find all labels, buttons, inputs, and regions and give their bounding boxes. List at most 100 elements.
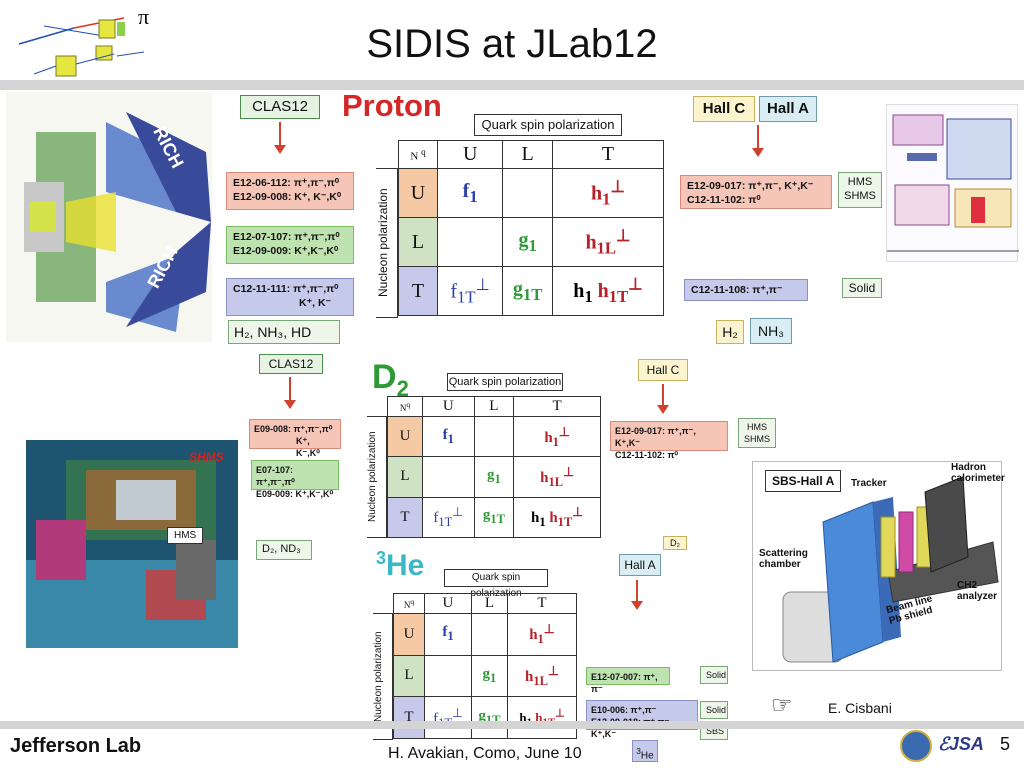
proton-heading: Proton: [342, 88, 442, 123]
cell-empty: [502, 168, 553, 218]
experiment-line: E12-09-017: π⁺,π⁻, K⁺,K⁻: [615, 426, 696, 448]
helium-table-title: Quark spin polarization: [444, 569, 548, 599]
deuteron-spin-table: Nucleon polarization Nq U L T U f1 h1⊥ L…: [367, 396, 603, 539]
cell-f1: f1: [424, 613, 472, 656]
clas12-label-deuteron: CLAS12: [259, 354, 323, 374]
jefferson-lab-logo: Jefferson Lab: [10, 735, 142, 757]
helium-box-1: E12-07-007: π⁺, π⁻: [586, 667, 670, 694]
solid-tag-proton: Solid: [842, 278, 882, 298]
row-header-t: T: [398, 266, 438, 316]
he-superscript: 3: [376, 548, 387, 568]
he-letters: He: [386, 549, 425, 582]
corner-n: N: [403, 600, 411, 610]
sbs-figure-title: SBS-Hall A: [765, 470, 842, 492]
proton-table-title: Quark spin polarization: [474, 114, 622, 136]
helium-heading: 3He: [376, 548, 424, 583]
doe-seal-icon: [900, 730, 932, 762]
corner-q: q: [406, 400, 411, 409]
cell-empty: [422, 456, 475, 498]
author-credit: E. Cisbani: [828, 700, 892, 716]
shms-photo-label: SHMS: [189, 450, 224, 464]
deuteron-hall-box: E12-09-017: π⁺,π⁻, K⁺,K⁻ C12-11-102: π⁰: [610, 421, 728, 460]
corner-q: q: [410, 597, 415, 606]
hall-c-label-proton: Hall C: [693, 96, 755, 122]
col-header-l: L: [473, 396, 515, 417]
col-header-l: L: [502, 140, 553, 169]
nh3-tag: NH₃: [750, 318, 792, 344]
col-header-t: T: [513, 396, 601, 417]
cell-h1-h1tperp: h1 h1T⊥: [506, 696, 578, 739]
experiment-line: C12-11-111: π⁺,π⁻,π⁰: [233, 283, 339, 295]
jsa-logo-icon: ℰJSA: [938, 734, 984, 754]
cell-h1perp: h1⊥: [551, 168, 665, 218]
cell-g1: g1: [470, 654, 508, 698]
corner-n: N: [399, 403, 407, 413]
row-header-u: U: [398, 168, 438, 218]
cell-g1: g1: [502, 217, 553, 267]
experiment-line: E09-008: π⁺,π⁻,π⁰: [254, 424, 333, 434]
cell-h1lperp: h1L⊥: [513, 456, 601, 498]
clas12-label-proton: CLAS12: [240, 95, 320, 119]
cell-empty: [470, 613, 508, 656]
arrow-down-icon: [274, 122, 286, 154]
proton-hall-box-1: E12-09-017: π⁺,π⁻, K⁺,K⁻ C12-11-102: π⁰: [680, 175, 832, 209]
table-corner: N q: [398, 140, 438, 169]
cell-f1tperp: f1T⊥: [436, 266, 504, 316]
cell-f1: f1: [422, 415, 475, 458]
sbs-label-chamber: Scattering chamber: [759, 548, 808, 570]
cell-empty: [473, 415, 515, 458]
slide-title: SIDIS at JLab12: [366, 22, 658, 66]
d-letter: D: [372, 358, 397, 396]
experiment-line: E12-09-009: K⁺,K⁻,K⁰: [233, 245, 339, 257]
bottom-divider: [0, 721, 1024, 729]
cell-h1-h1tperp: h1 h1T⊥: [551, 266, 665, 316]
experiment-line: E09-009: K⁺,K⁻,K⁰: [256, 489, 334, 499]
table-corner: Nq: [393, 593, 425, 614]
col-header-u: U: [422, 396, 475, 417]
proton-hall-box-2: C12-11-108: π⁺,π⁻: [684, 279, 808, 301]
hall-a-label-proton: Hall A: [759, 96, 817, 122]
experiment-line: C12-11-102: π⁰: [687, 194, 761, 206]
cell-g1t: g1T: [502, 266, 553, 316]
cell-f1tperp: f1T⊥: [422, 496, 475, 539]
row-header-u: U: [387, 415, 423, 458]
cell-h1lperp: h1L⊥: [506, 654, 578, 698]
corner-n: N: [410, 150, 419, 163]
shms-text: SHMS: [844, 190, 876, 202]
proton-clas-box-3: C12-11-111: π⁺,π⁻,π⁰ K⁺, K⁻: [226, 278, 354, 316]
hall-c-photo: SHMS HMS: [26, 440, 238, 648]
row-header-l: L: [387, 456, 423, 498]
corner-q: q: [421, 146, 426, 157]
pi-symbol: π: [138, 4, 150, 29]
deuteron-clas-box-2: E07-107: π⁺,π⁻,π⁰ E09-009: K⁺,K⁻,K⁰: [251, 460, 339, 499]
arrow-down-icon: [657, 384, 669, 414]
col-header-u: U: [436, 140, 504, 169]
experiment-line: E07-107: π⁺,π⁻,π⁰: [256, 465, 295, 487]
cell-g1: g1: [473, 456, 515, 498]
sbs-label-analyzer: CH2 analyzer: [957, 580, 998, 602]
row-header-l: L: [398, 217, 438, 267]
row-header-t: T: [393, 696, 425, 739]
proton-spin-table: Nucleon polarization N q U L T U f1 h1⊥ …: [376, 140, 666, 318]
h2-tag: H₂: [716, 320, 744, 344]
shms-text: SHMS: [744, 434, 771, 444]
cell-h1lperp: h1L⊥: [551, 217, 665, 267]
experiment-line: K⁺, K⁻,K⁰: [296, 436, 320, 458]
he3-tag: 3He: [632, 740, 658, 762]
cell-f1tperp: f1T⊥: [424, 696, 472, 739]
col-header-u: U: [424, 593, 472, 614]
page-number: 5: [1000, 734, 1011, 754]
experiment-line: C12-11-102: π⁰: [615, 450, 679, 460]
sidis-diagram-icon: [14, 6, 174, 78]
nucleon-polarization-label: Nucleon polarization: [367, 416, 387, 538]
cell-h1-h1tperp: h1 h1T⊥: [513, 496, 601, 539]
deuteron-heading: D2: [372, 358, 409, 402]
helium-spin-table: Nucleon polarization Nq U L T U f1 h1⊥ L…: [373, 593, 579, 741]
deuteron-clas-box-1: E09-008: π⁺,π⁻,π⁰ K⁺, K⁻,K⁰: [249, 419, 341, 458]
experiment-line: E12-07-107: π⁺,π⁻,π⁰: [233, 231, 340, 243]
col-header-t: T: [506, 593, 578, 614]
col-header-t: T: [551, 140, 665, 169]
d-subscript: 2: [396, 375, 409, 401]
col-header-l: L: [470, 593, 508, 614]
proton-clas-box-1: E12-06-112: π⁺,π⁻,π⁰ E12-09-008: K⁺, K⁻,…: [226, 172, 354, 210]
